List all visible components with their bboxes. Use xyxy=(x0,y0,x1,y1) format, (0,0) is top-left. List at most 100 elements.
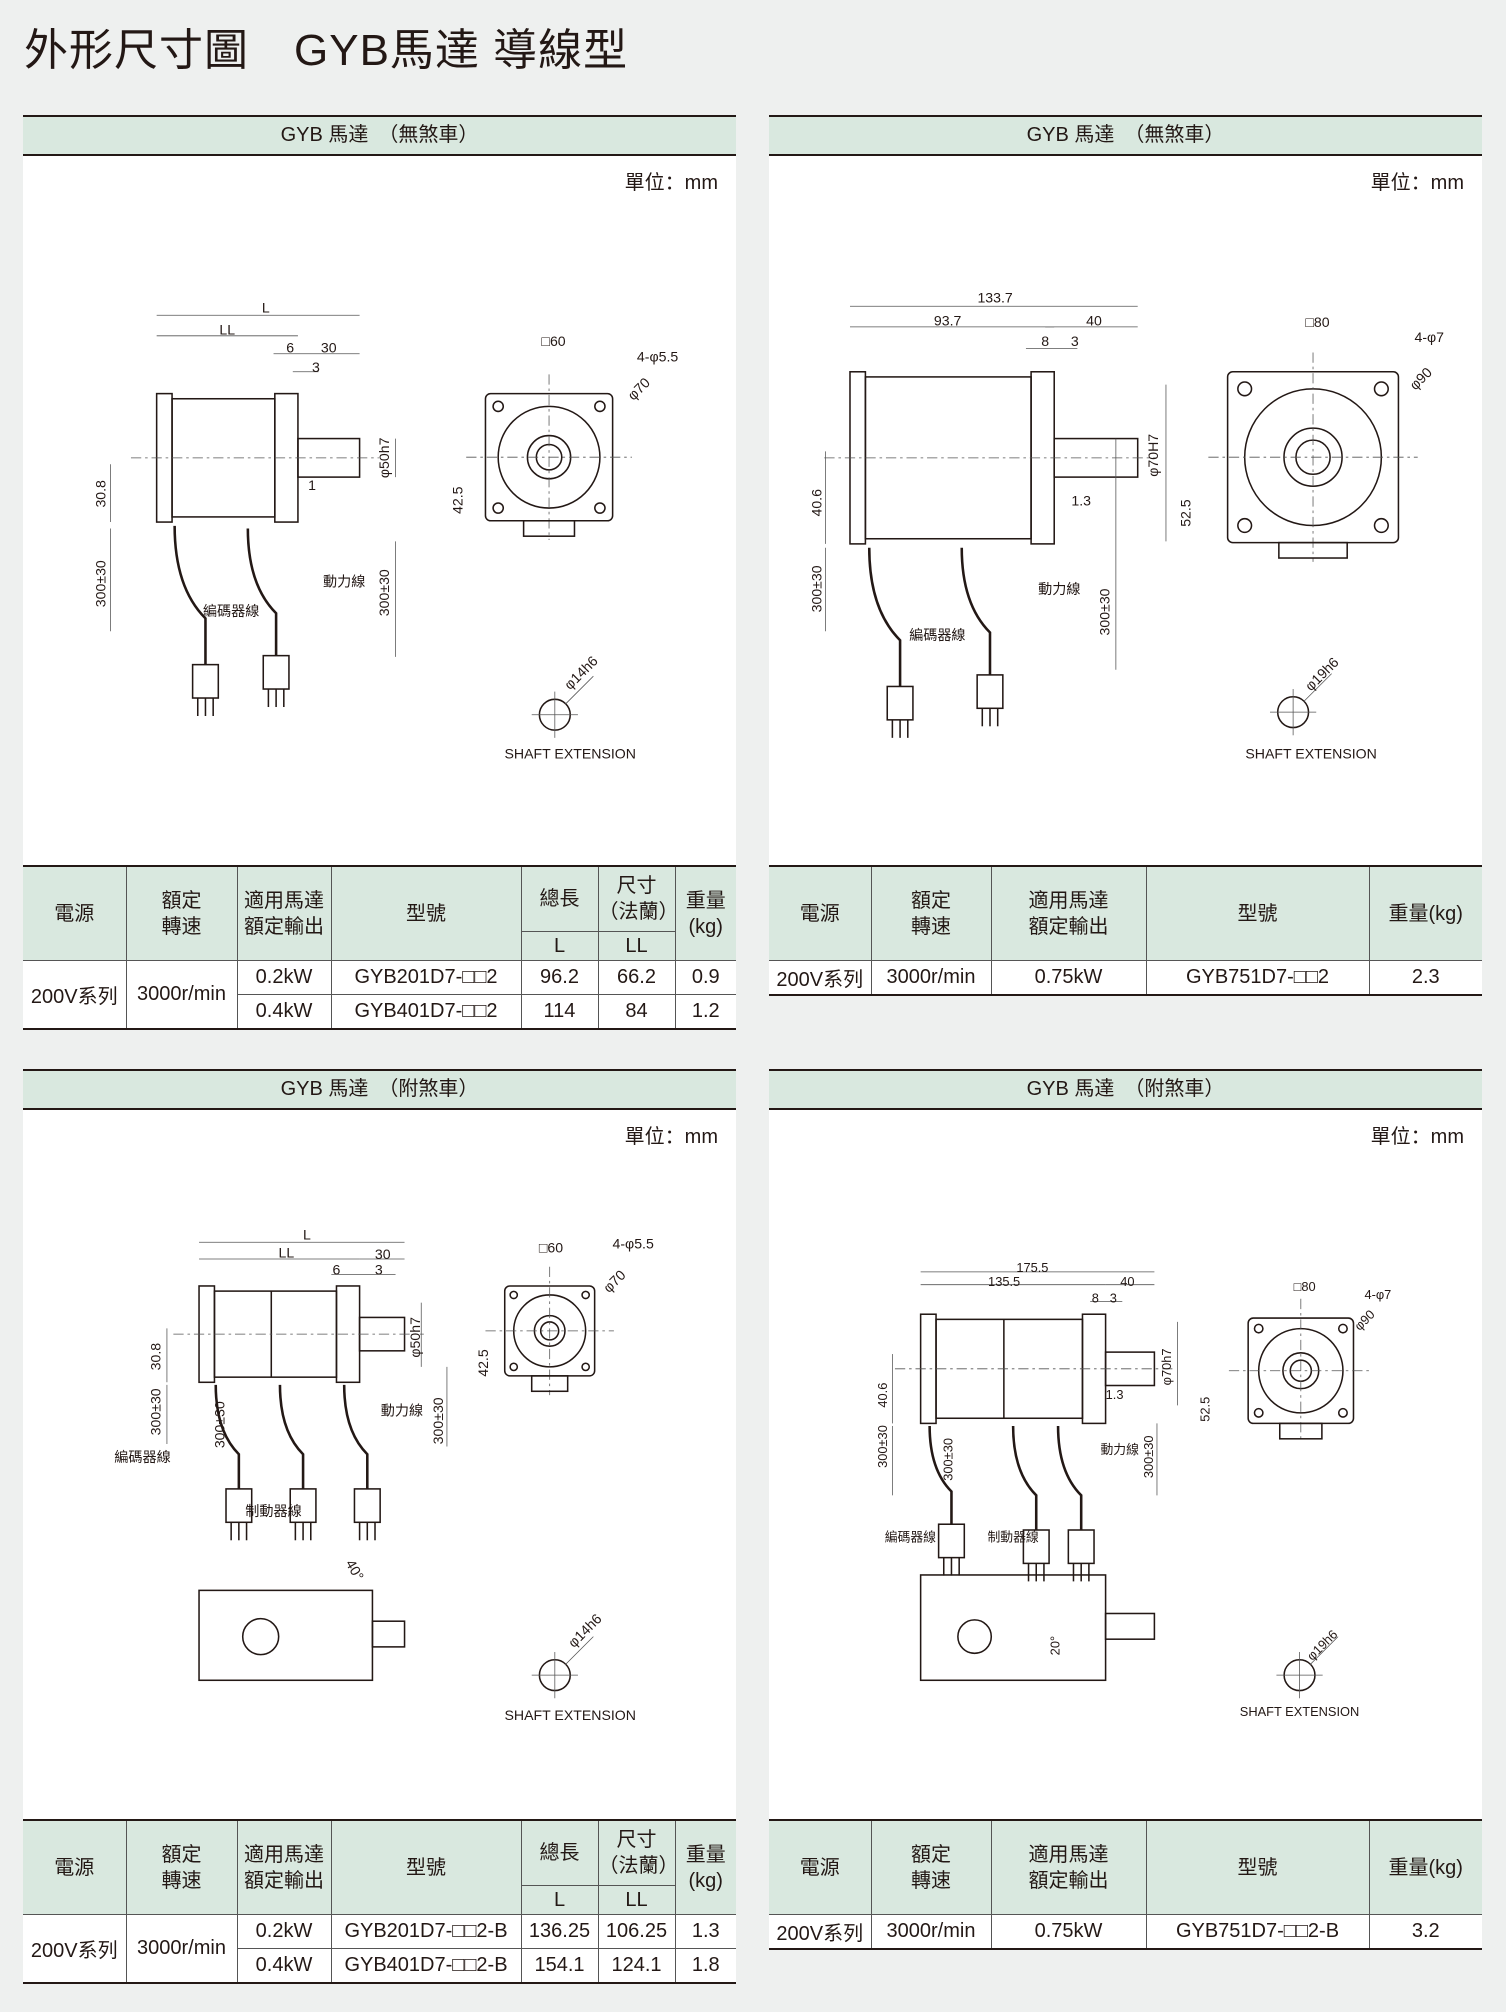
cell-output: 0.4kW xyxy=(237,994,332,1030)
cable xyxy=(278,1384,305,1489)
cable-outlet xyxy=(522,520,576,537)
leader-line xyxy=(564,675,594,705)
header-LL: LL xyxy=(597,931,675,961)
cell-model: GYB401D7-□□2-B xyxy=(330,1948,522,1984)
dimension-label: 300±30 xyxy=(809,565,825,612)
cable xyxy=(928,1425,953,1525)
cell-power: 200V系列 xyxy=(23,1914,127,1984)
cable xyxy=(246,528,278,656)
header-power: 電源 xyxy=(769,865,872,961)
panel-header: GYB 馬達 （附煞車） xyxy=(23,1069,736,1110)
header-weight: 重量 (kg) xyxy=(674,1819,736,1915)
dimension-label: 3 xyxy=(1071,333,1079,349)
header-speed: 額定 轉速 xyxy=(125,1819,238,1915)
dimension-label: 300±30 xyxy=(1096,588,1112,635)
header-LL: LL xyxy=(597,1885,675,1915)
cell-output: 0.2kW xyxy=(236,960,332,995)
dimension-label: 4-φ5.5 xyxy=(613,1236,654,1252)
header-model: 型號 xyxy=(1145,1819,1370,1915)
dimension-label: 300±30 xyxy=(941,1438,956,1481)
dimension-label: LL xyxy=(219,322,235,338)
header-speed: 額定 轉速 xyxy=(870,1819,992,1915)
dimension-label: 3 xyxy=(375,1261,383,1277)
dimension-label: 52.5 xyxy=(1177,499,1193,527)
dimension-label: SHAFT EXTENSION xyxy=(505,1707,636,1723)
connector-face xyxy=(957,1619,993,1655)
dimension-label: 30.8 xyxy=(92,480,108,508)
motor-bottom-view xyxy=(919,1574,1107,1682)
connector xyxy=(886,685,914,721)
cell-LL: 66.2 xyxy=(597,960,676,995)
header-model: 型號 xyxy=(1145,865,1370,961)
cell-output: 0.75kW xyxy=(990,960,1147,996)
cable-outlet xyxy=(530,1375,569,1393)
dimension-label: φ14h6 xyxy=(561,653,601,693)
dimension-label: φ90 xyxy=(1406,364,1435,393)
cell-output: 0.4kW xyxy=(237,1948,332,1984)
cell-speed: 3000r/min xyxy=(870,1914,992,1950)
dimension-label: □60 xyxy=(541,333,565,349)
leader-line xyxy=(1309,1636,1339,1666)
dimension-label: φ70 xyxy=(624,374,653,403)
header-output: 適用馬達 額定輸出 xyxy=(236,865,332,961)
dimension-label: 3 xyxy=(312,359,320,375)
dimension-label: 20° xyxy=(1047,1636,1062,1655)
cell-LL: 124.1 xyxy=(597,1948,676,1984)
header-speed: 額定 轉速 xyxy=(125,865,238,961)
dimension-label: □60 xyxy=(539,1240,563,1256)
dimension-label: 133.7 xyxy=(977,289,1012,305)
dimension-label: 3 xyxy=(1110,1291,1117,1306)
dimension-label: 40.6 xyxy=(809,489,825,517)
cell-model: GYB751D7-□□2 xyxy=(1145,960,1370,996)
dimension-label: 30.8 xyxy=(148,1343,164,1371)
dimension-label: □80 xyxy=(1294,1279,1316,1294)
header-output: 適用馬達 額定輸出 xyxy=(990,865,1147,961)
dimension-label: SHAFT EXTENSION xyxy=(505,745,636,761)
header-length: 總長 xyxy=(520,1819,599,1886)
header-L: L xyxy=(521,931,599,961)
mounting-hole xyxy=(1253,1323,1264,1334)
mounting-hole xyxy=(1373,517,1389,534)
cell-power: 200V系列 xyxy=(769,960,872,996)
cell-L: 96.2 xyxy=(520,960,599,995)
cell-model: GYB201D7-□□2-B xyxy=(330,1914,522,1949)
cell-weight: 2.3 xyxy=(1368,960,1482,996)
dimension-label: 8 xyxy=(1092,1291,1099,1306)
unit-label: 單位：mm xyxy=(1370,172,1464,194)
cable xyxy=(214,1384,241,1489)
dimension-label: 300±30 xyxy=(1141,1435,1156,1478)
dimension-label: 6 xyxy=(333,1261,341,1277)
cell-weight: 3.2 xyxy=(1368,1914,1482,1950)
dimension-label: 6 xyxy=(286,340,294,356)
cell-weight: 1.3 xyxy=(674,1914,736,1949)
connector xyxy=(976,674,1004,710)
cell-speed: 3000r/min xyxy=(125,960,238,1030)
connector xyxy=(191,663,220,699)
cell-model: GYB401D7-□□2 xyxy=(330,994,522,1030)
cell-power: 200V系列 xyxy=(23,960,127,1030)
dimension-label: 300±30 xyxy=(430,1397,446,1444)
header-power: 電源 xyxy=(23,865,127,961)
dimension-label: φ70H7 xyxy=(1145,434,1161,477)
mounting-hole xyxy=(1237,381,1253,397)
mounting-hole xyxy=(492,400,505,413)
dimension-label: φ70 xyxy=(600,1267,629,1296)
panel-header: GYB 馬達 （無煞車） xyxy=(23,115,736,156)
dimension-label: 300±30 xyxy=(92,560,108,607)
dimension-label: φ19h6 xyxy=(1302,654,1342,694)
header-weight: 重量 (kg) xyxy=(674,865,736,961)
cable xyxy=(960,547,992,675)
dimension-label: 動力線 xyxy=(1100,1442,1139,1457)
cell-weight: 0.9 xyxy=(674,960,736,995)
dimension-label: 40 xyxy=(1120,1274,1134,1289)
dimension-label: 30 xyxy=(321,340,337,356)
cell-speed: 3000r/min xyxy=(125,1914,238,1984)
motor-shaft xyxy=(1104,1612,1156,1640)
boss-circle xyxy=(1283,427,1343,488)
mounting-hole xyxy=(581,1290,591,1300)
